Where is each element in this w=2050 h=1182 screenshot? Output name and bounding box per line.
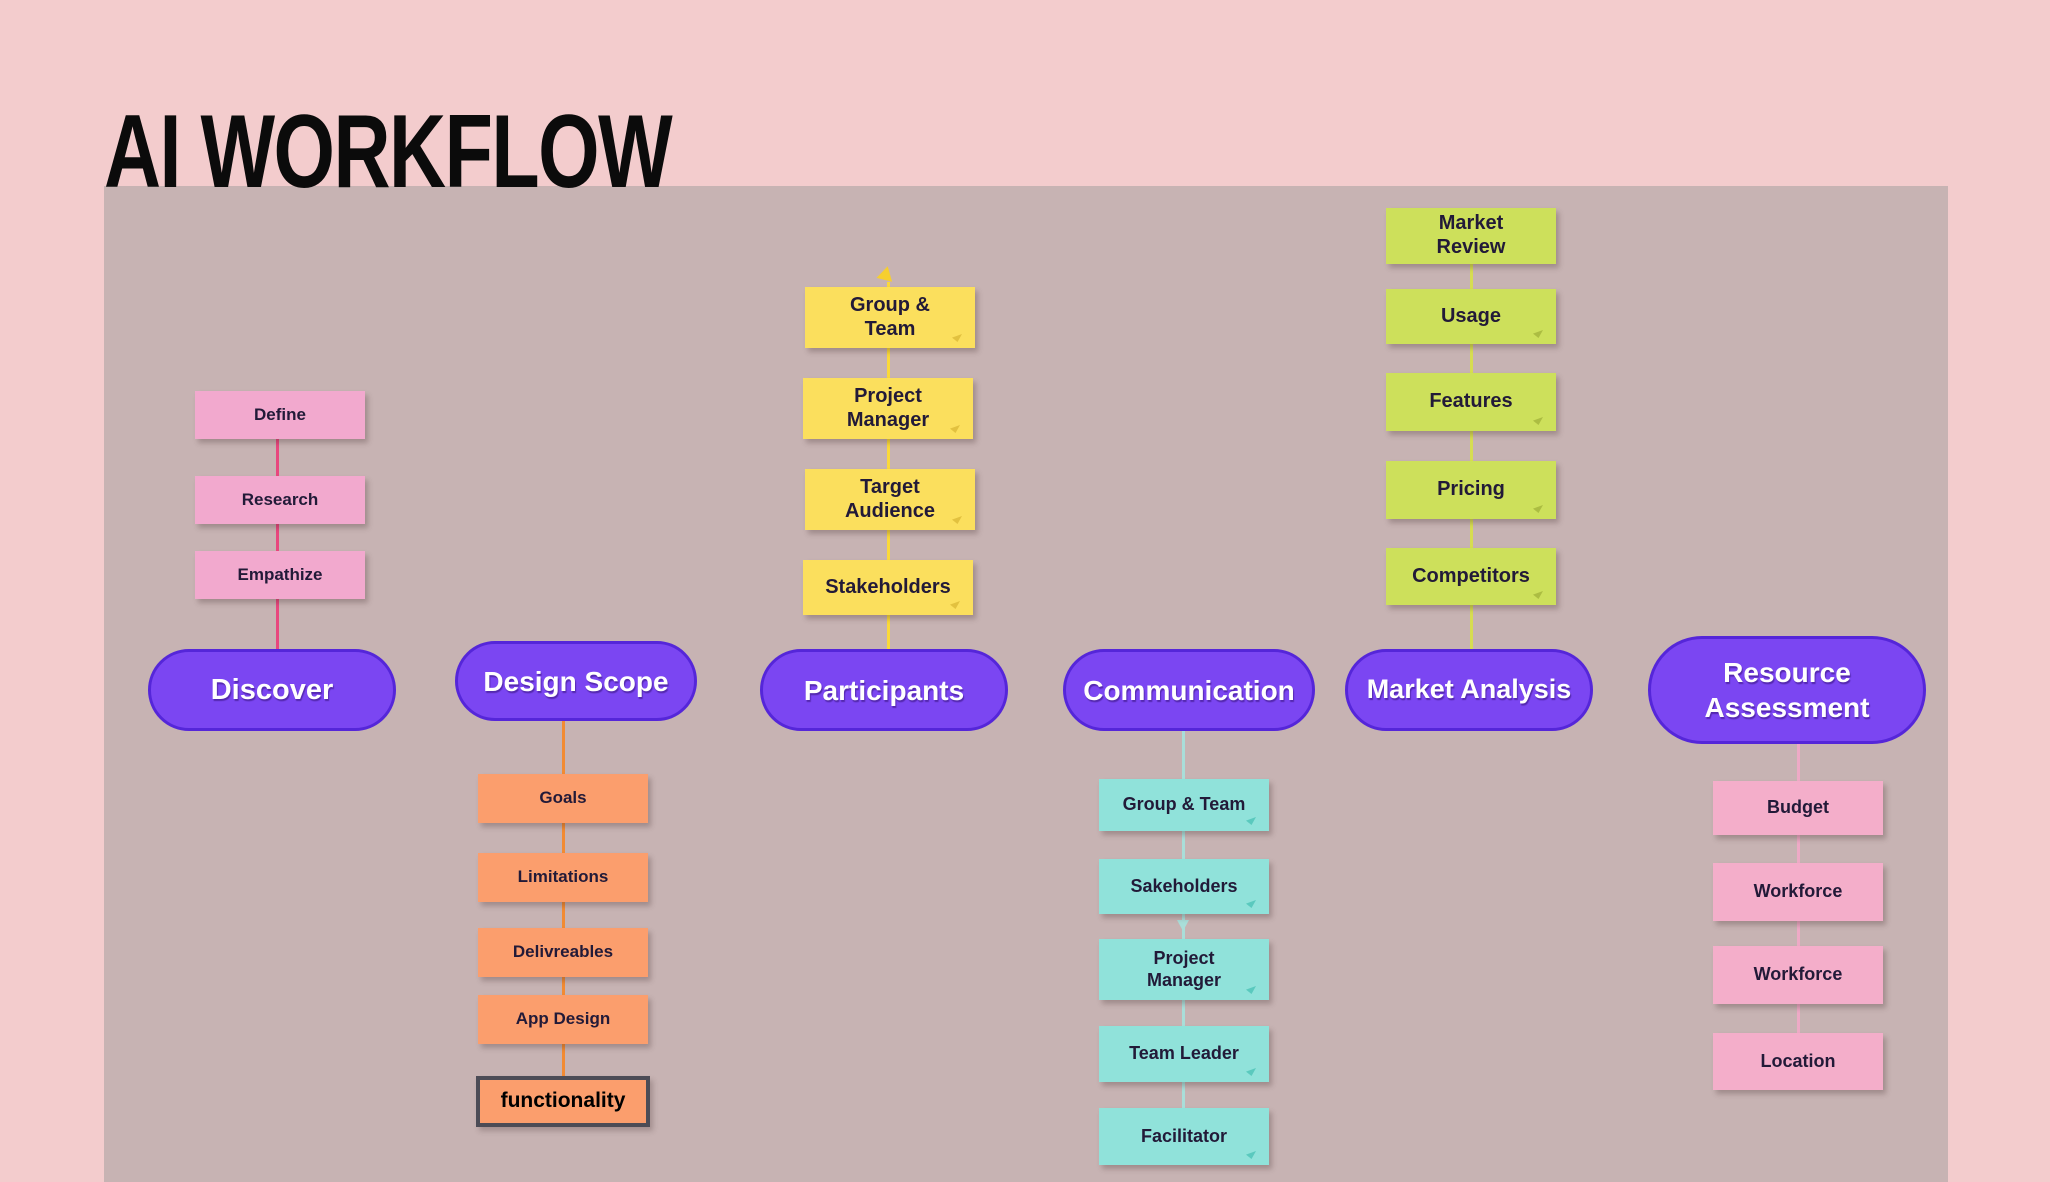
node-app-design: App Design (478, 995, 648, 1044)
cursor-triangle-icon (1533, 591, 1543, 599)
node-label: Budget (1767, 797, 1829, 818)
node-define: Define (195, 391, 365, 439)
node-workforce-2: Workforce (1713, 946, 1883, 1004)
node-label: Team Leader (1129, 1043, 1239, 1064)
cursor-triangle-icon (1246, 1151, 1256, 1159)
node-target-audience: Target Audience (805, 469, 975, 530)
connector-discover (276, 432, 279, 652)
pill-label: Resource Assessment (1704, 657, 1870, 723)
node-group-team-2: Group & Team (1099, 779, 1269, 831)
node-label: Facilitator (1140, 1125, 1228, 1146)
pill-communication: Communication (1063, 649, 1315, 731)
node-sakeholders: Sakeholders (1099, 859, 1269, 914)
pill-label: Communication (1083, 674, 1295, 706)
pill-resource-assessment: Resource Assessment (1648, 636, 1926, 744)
cursor-triangle-icon (952, 334, 962, 342)
node-stakeholders: Stakeholders (803, 560, 973, 615)
node-label: Define (254, 404, 306, 424)
cursor-triangle-icon (1246, 1068, 1256, 1076)
node-label: Pricing (1437, 478, 1505, 501)
node-label: Group & Team (1122, 794, 1246, 815)
node-label: Location (1760, 1050, 1836, 1071)
page-title: AI WORKFLOW (104, 94, 673, 210)
pill-label: Participants (803, 674, 965, 706)
node-team-leader: Team Leader (1099, 1026, 1269, 1082)
node-group-team: Group & Team (805, 287, 975, 348)
node-label: Project Manager (846, 384, 930, 431)
node-usage: Usage (1386, 289, 1556, 344)
connector-market-analysis (1470, 262, 1473, 654)
node-label: Workforce (1753, 881, 1843, 902)
node-label: Competitors (1412, 564, 1530, 587)
pill-discover: Discover (148, 649, 396, 731)
node-label: Delivreables (512, 942, 614, 962)
node-market-review: Market Review (1386, 208, 1556, 264)
node-research: Research (195, 476, 365, 524)
diagram-canvas (104, 186, 1948, 1182)
node-project-manager-2: Project Manager (1099, 939, 1269, 1000)
node-functionality: functionality (476, 1076, 650, 1127)
node-label: App Design (515, 1009, 611, 1029)
node-project-manager: Project Manager (803, 378, 973, 439)
pill-design-scope: Design Scope (455, 641, 697, 721)
node-label: functionality (500, 1089, 626, 1113)
node-workforce-1: Workforce (1713, 863, 1883, 921)
cursor-triangle-icon (950, 425, 960, 433)
cursor-triangle-icon (950, 601, 960, 609)
cursor-triangle-icon (1533, 417, 1543, 425)
cursor-triangle-icon (952, 516, 962, 524)
connector-participants (887, 282, 890, 654)
cursor-triangle-icon (1533, 505, 1543, 513)
node-label: Goals (539, 788, 587, 808)
node-label: Stakeholders (825, 575, 951, 598)
node-goals: Goals (478, 774, 648, 823)
node-label: Target Audience (844, 475, 936, 522)
node-limitations: Limitations (478, 853, 648, 902)
node-label: Features (1429, 390, 1513, 413)
cursor-triangle-icon (1246, 900, 1256, 908)
node-delivreables: Delivreables (478, 928, 648, 977)
node-competitors: Competitors (1386, 548, 1556, 605)
node-label: Limitations (517, 867, 609, 887)
pill-label: Discover (210, 673, 334, 706)
connector-communication (1182, 722, 1185, 1112)
pill-label: Design Scope (483, 665, 669, 697)
cursor-triangle-icon (1246, 986, 1256, 994)
node-pricing: Pricing (1386, 461, 1556, 519)
node-label: Usage (1440, 304, 1502, 327)
cursor-triangle-icon (1533, 330, 1543, 338)
node-facilitator: Facilitator (1099, 1108, 1269, 1165)
node-empathize: Empathize (195, 551, 365, 599)
node-label: Market Review (1436, 212, 1506, 258)
down-arrowhead-icon (1177, 920, 1189, 931)
node-budget: Budget (1713, 781, 1883, 835)
node-label: Project Manager (1146, 948, 1222, 990)
cursor-triangle-icon (1246, 817, 1256, 825)
node-features: Features (1386, 373, 1556, 431)
node-label: Research (241, 489, 319, 509)
node-label: Empathize (237, 564, 323, 584)
pill-participants: Participants (760, 649, 1008, 731)
node-location: Location (1713, 1033, 1883, 1090)
node-label: Sakeholders (1130, 875, 1238, 896)
pill-market-analysis: Market Analysis (1345, 649, 1593, 731)
node-label: Group & Team (850, 293, 930, 340)
node-label: Workforce (1753, 964, 1843, 985)
pill-label: Market Analysis (1366, 674, 1572, 705)
